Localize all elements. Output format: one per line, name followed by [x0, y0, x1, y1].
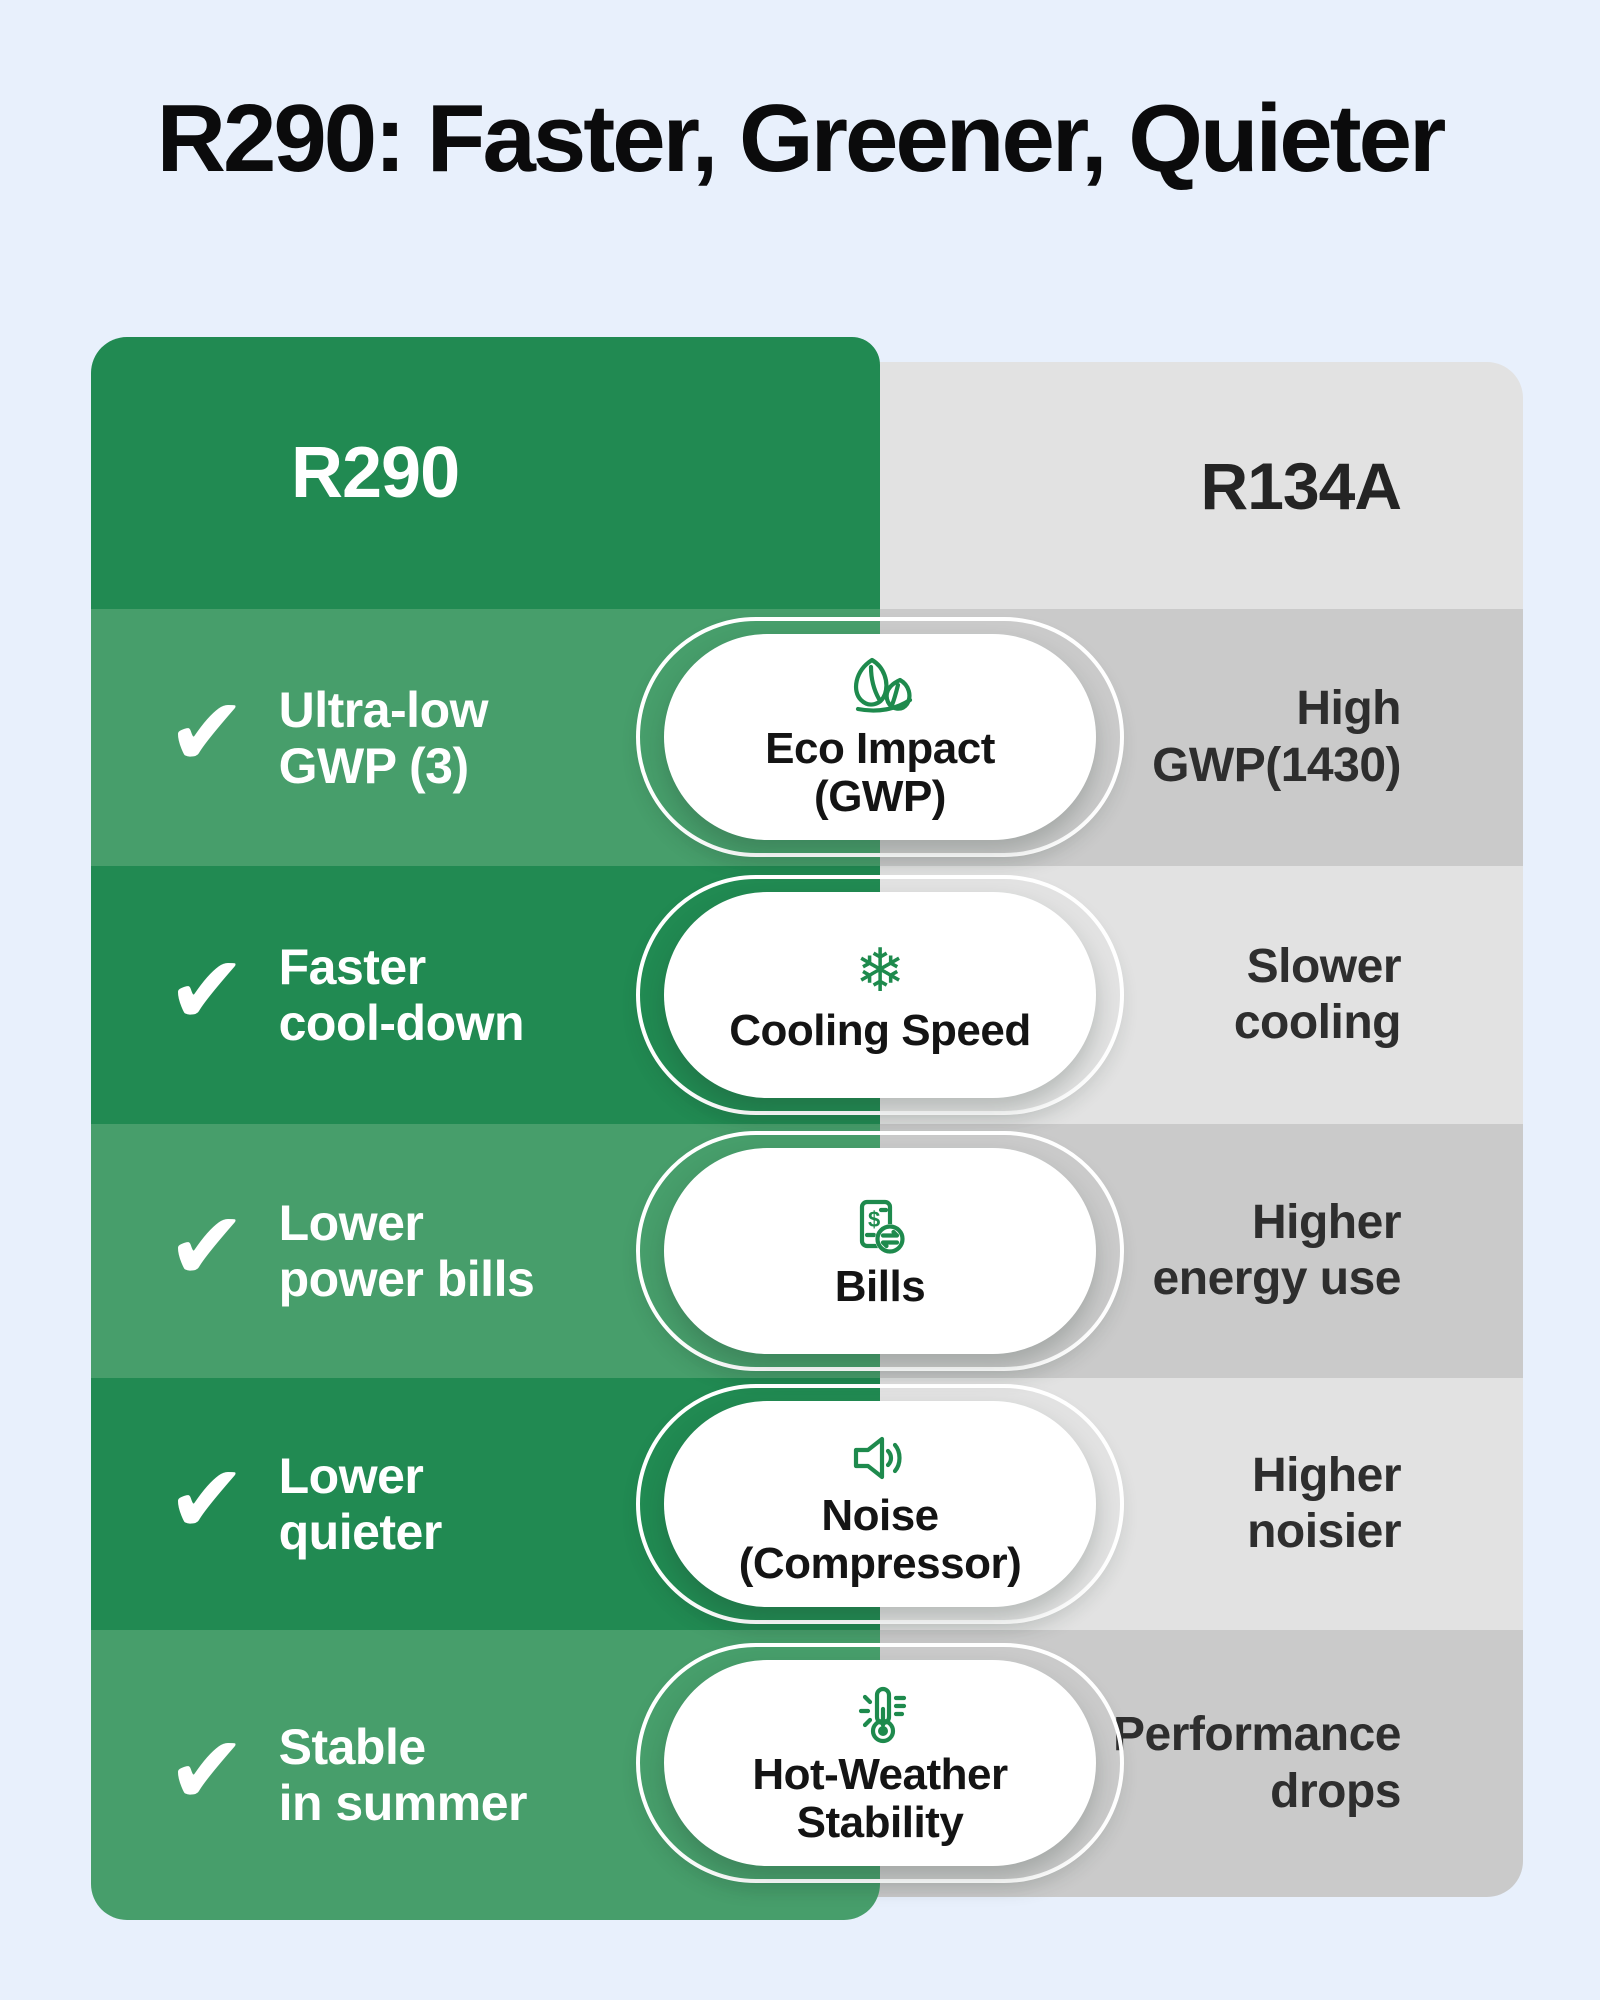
pill-ring [636, 875, 1124, 1115]
svg-text:$: $ [868, 1207, 880, 1232]
pill-label: Hot-Weather Stability [752, 1750, 1008, 1847]
pill-label: Noise (Compressor) [738, 1491, 1022, 1588]
checkmark-icon: ✔ [167, 678, 247, 788]
leaf-icon [842, 653, 918, 719]
pill-ring [636, 1384, 1124, 1624]
page-title: R290: Faster, Greener, Quieter [156, 85, 1447, 192]
checkmark-icon: ✔ [167, 935, 247, 1046]
checkmark-icon: ✔ [167, 1444, 247, 1555]
pill-label: Cooling Speed [729, 1006, 1031, 1056]
pill-ring [636, 1643, 1124, 1883]
pill-bills: $ Bills [664, 1148, 1096, 1354]
thermometer-icon [848, 1679, 912, 1745]
pill-cooling-speed: ❄ Cooling Speed [664, 892, 1096, 1098]
pill-label: Bills [834, 1262, 926, 1312]
pill-label: Eco Impact (GWP) [765, 724, 995, 821]
r134a-header-label: R134A [1200, 448, 1402, 523]
r290-header: R290 [91, 337, 880, 609]
bills-icon: $ [848, 1191, 912, 1257]
speaker-icon [848, 1420, 912, 1486]
r290-header-label: R290 [291, 433, 460, 513]
snowflake-icon: ❄ [854, 936, 906, 1007]
checkmark-icon: ✔ [167, 1715, 247, 1826]
pill-noise: Noise (Compressor) [664, 1401, 1096, 1607]
checkmark-icon: ✔ [167, 1191, 247, 1302]
comparison-table: R134A High GWP(1430) Slower cooling High… [91, 337, 1523, 1920]
r134a-header: R134A [840, 362, 1523, 609]
pill-hot-weather: Hot-Weather Stability [664, 1660, 1096, 1866]
pill-eco-impact: Eco Impact (GWP) [664, 634, 1096, 840]
pill-ring [636, 1131, 1124, 1371]
pill-ring [636, 617, 1124, 857]
